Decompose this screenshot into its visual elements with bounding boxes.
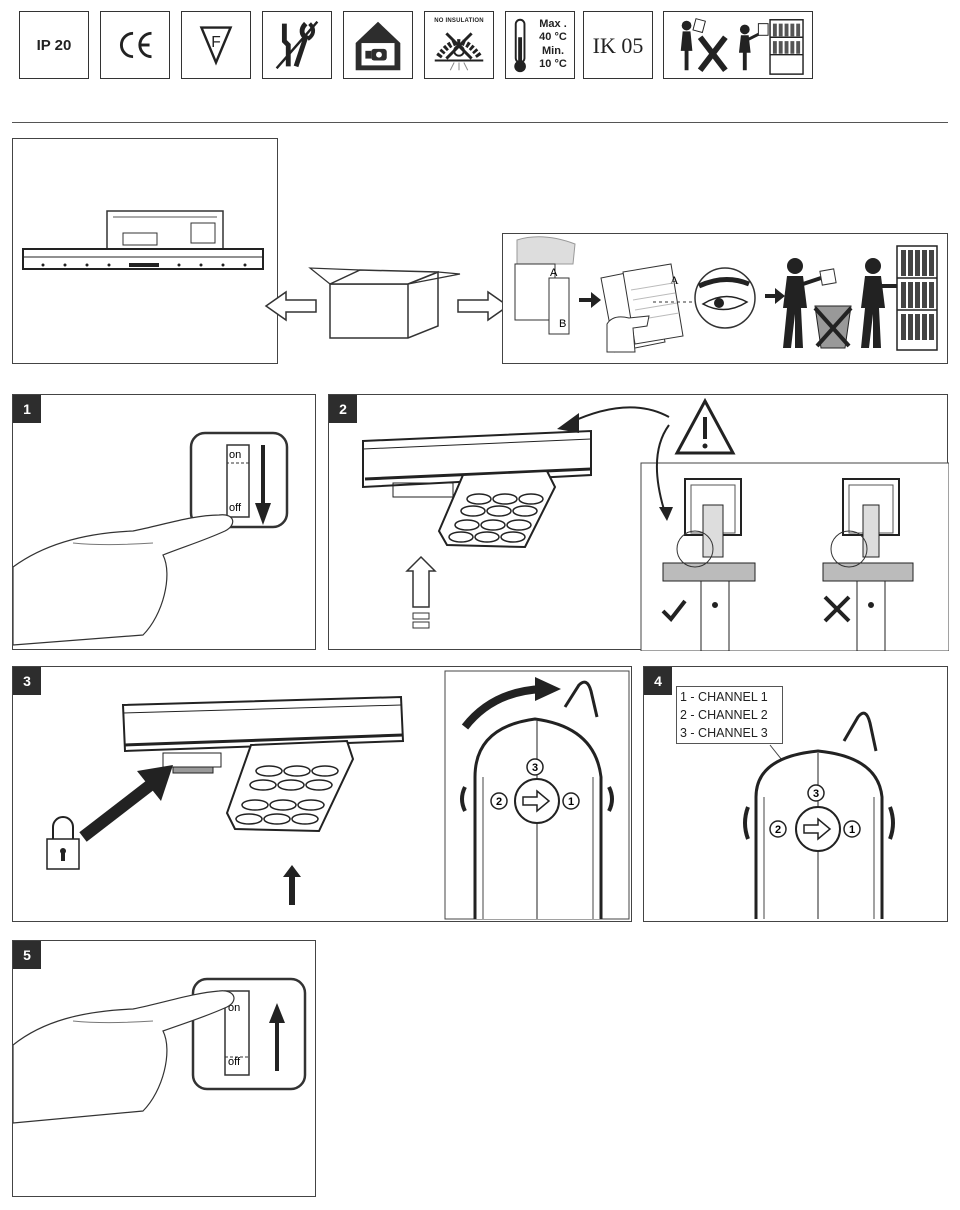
step-3-dial-top: 3 xyxy=(532,762,538,774)
temperature-icon: Max . 40 °C Min. 10 °C xyxy=(505,11,575,79)
sheet-a-label: A xyxy=(550,267,558,279)
indoor-use-icon xyxy=(343,11,413,79)
ce-mark-icon: CE xyxy=(100,11,170,79)
temp-max-label: Max . xyxy=(539,18,567,30)
ik05-icon: IK 05 xyxy=(583,11,653,79)
sheet-b-label: B xyxy=(559,318,566,330)
arrow-up-icon xyxy=(283,865,301,905)
svg-text:A: A xyxy=(670,273,679,287)
temp-min-label: Min. xyxy=(542,45,564,57)
instructions-keep-panel: A B A xyxy=(502,233,948,364)
step-3-number: 3 xyxy=(13,667,41,695)
step-2-panel: 2 xyxy=(328,394,949,651)
step-5-off-label: off xyxy=(228,1056,241,1068)
temp-max-value: 40 °C xyxy=(539,31,567,43)
step-4-dial-left: 2 xyxy=(775,824,781,836)
temp-min-value: 10 °C xyxy=(539,58,567,70)
no-insulation-icon: NO INSULATION xyxy=(424,11,494,79)
arrow-up-outline-icon xyxy=(405,555,437,608)
channel-2-label: 2 - CHANNEL 2 xyxy=(680,708,768,722)
check-icon xyxy=(661,599,687,623)
step-5-number: 5 xyxy=(13,941,41,969)
step-4-dial-right: 1 xyxy=(849,824,855,836)
arrow-left-icon xyxy=(264,290,317,322)
step-1-off-label: off xyxy=(229,502,242,514)
step-1-on-label: on xyxy=(229,449,241,461)
channel-3-label: 3 - CHANNEL 3 xyxy=(680,726,768,740)
product-view-panel xyxy=(12,138,278,364)
channel-1-label: 1 - CHANNEL 1 xyxy=(680,690,768,704)
step-5-panel: 5 on off xyxy=(12,940,316,1197)
step-1-panel: 1 on off xyxy=(12,394,316,650)
step-4-number: 4 xyxy=(644,667,672,695)
f-mark-icon: F xyxy=(181,11,251,79)
tools-icon xyxy=(262,11,332,79)
step-4-dial-top: 3 xyxy=(813,788,819,800)
lock-icon xyxy=(46,816,80,870)
step-3-panel: 3 xyxy=(12,666,632,922)
keep-instructions-icon xyxy=(663,11,813,79)
step-3-dial-left: 2 xyxy=(496,796,502,808)
f-mark-text: F xyxy=(211,34,220,51)
step-1-number: 1 xyxy=(13,395,41,423)
no-insulation-text: NO INSULATION xyxy=(434,18,484,24)
rail-adapter-wrong xyxy=(822,478,914,651)
unboxing-flow xyxy=(264,267,510,339)
channel-legend: 1 - CHANNEL 1 2 - CHANNEL 2 3 - CHANNEL … xyxy=(676,686,783,744)
ip-rating-text: IP 20 xyxy=(36,37,72,54)
step-3-dial-right: 1 xyxy=(568,796,574,808)
ip20-icon: IP 20 xyxy=(19,11,89,79)
section-divider xyxy=(12,122,948,123)
step-2-number: 2 xyxy=(329,395,357,423)
step-4-panel: 4 3 2 1 xyxy=(643,666,948,922)
arrow-right-icon xyxy=(457,290,510,322)
impact-rating-text: IK 05 xyxy=(592,33,644,58)
rail-adapter-correct xyxy=(662,478,756,651)
arrow-diagonal-icon xyxy=(79,778,157,842)
